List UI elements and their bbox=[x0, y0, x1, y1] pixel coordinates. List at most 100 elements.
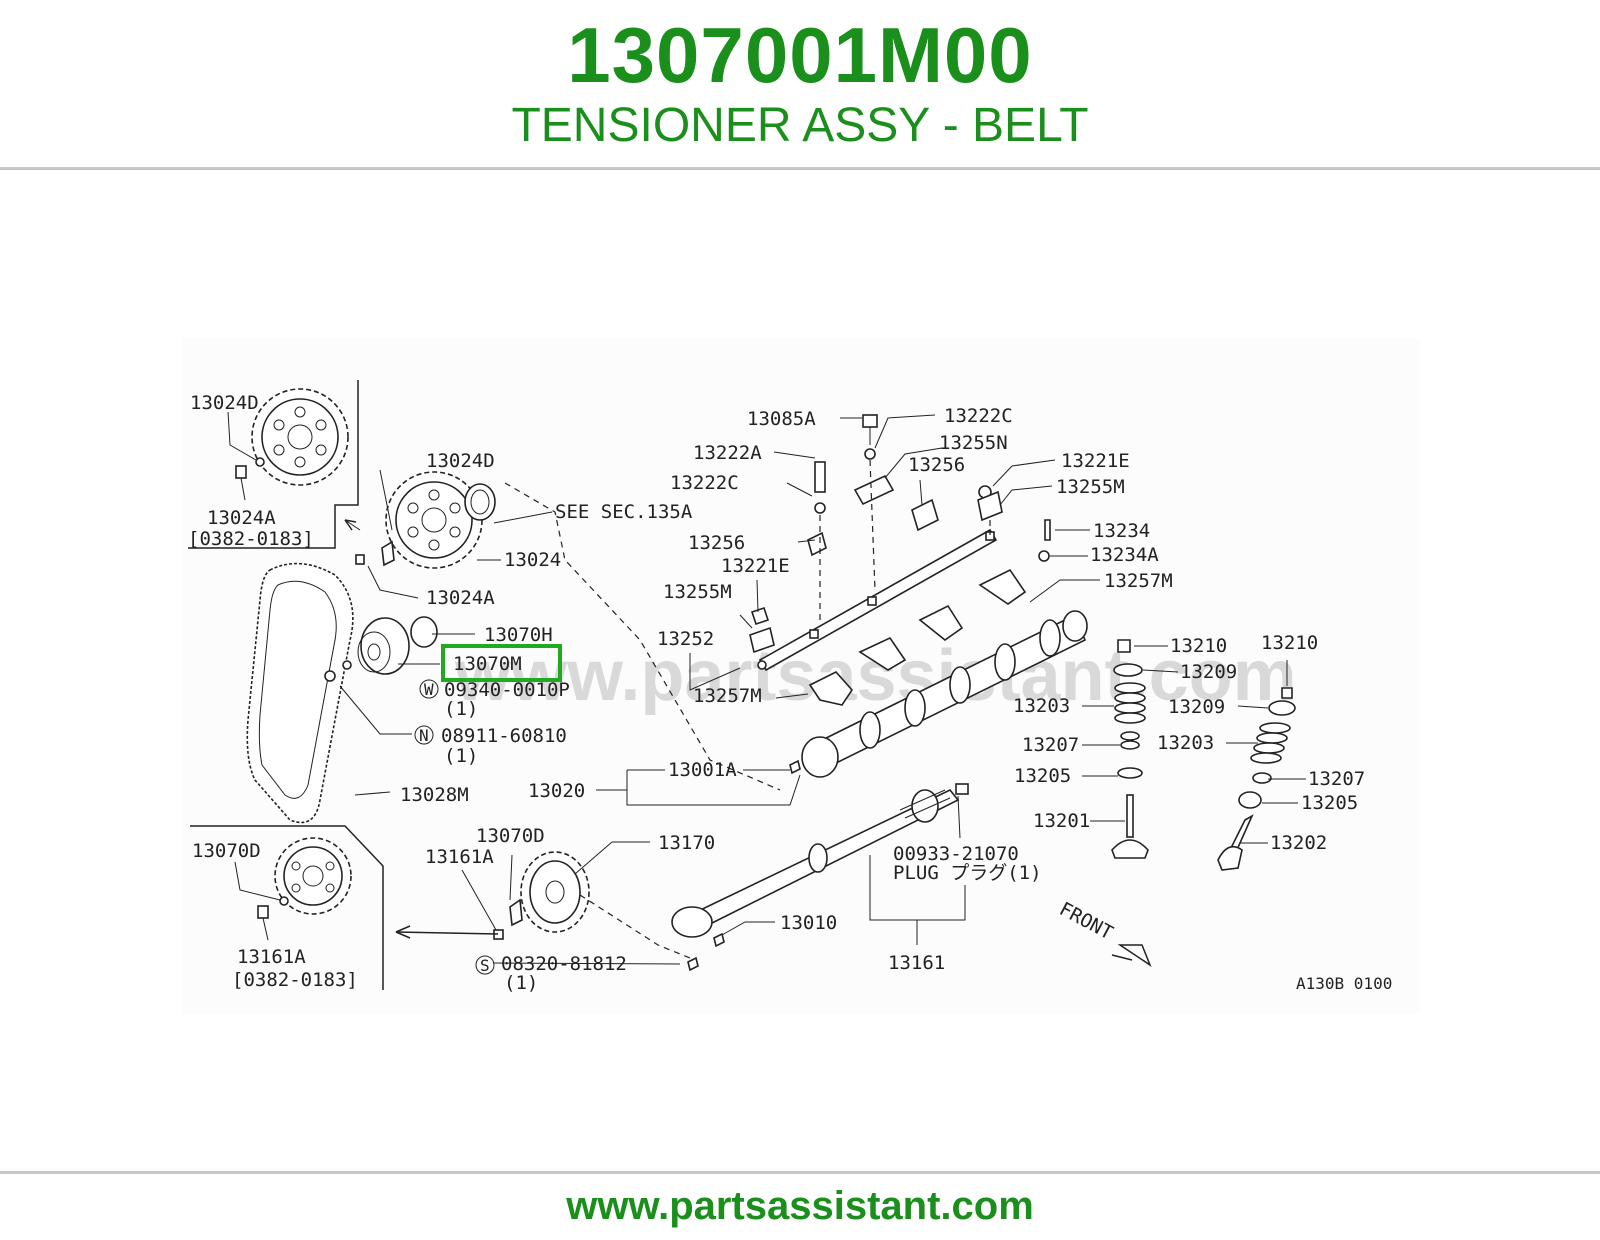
screw-08320 bbox=[687, 956, 699, 972]
valve-group-exhaust bbox=[1217, 687, 1296, 871]
highlight-box-13070M[interactable] bbox=[441, 644, 562, 682]
tensioner-13070M bbox=[357, 617, 410, 675]
callout-08911-symbol: N bbox=[419, 726, 429, 745]
sprocket-13170 bbox=[520, 851, 590, 933]
callout-08320-symbol: S bbox=[480, 956, 490, 975]
footer-url[interactable]: www.partsassistant.com bbox=[566, 1184, 1034, 1228]
callout-13201[interactable]: 13201 bbox=[1033, 810, 1090, 832]
callout-13161[interactable]: 13161 bbox=[888, 952, 945, 974]
callout-13161A[interactable]: 13161A bbox=[425, 846, 494, 868]
spring-13221E-b bbox=[750, 606, 770, 626]
callout-13203-right[interactable]: 13203 bbox=[1157, 732, 1214, 754]
callout-00933[interactable]: 00933-21070 bbox=[893, 843, 1019, 865]
callout-13257M-right[interactable]: 13257M bbox=[1104, 570, 1173, 592]
clip-13256-b bbox=[807, 531, 827, 557]
callout-13024A-inset[interactable]: 13024A bbox=[207, 507, 276, 529]
collet-13210 bbox=[1117, 639, 1131, 653]
bolt-13024A bbox=[355, 554, 365, 565]
rocker-shaft-hardware bbox=[749, 414, 1051, 654]
valve-group-intake bbox=[1111, 639, 1149, 859]
callout-00933-plug: PLUG プラグ(1) bbox=[893, 862, 1042, 884]
plug-00933 bbox=[955, 783, 969, 795]
callout-0382-top: [0382-0183] bbox=[188, 528, 314, 550]
callout-13255N[interactable]: 13255N bbox=[939, 432, 1008, 454]
callout-13221E-right[interactable]: 13221E bbox=[1061, 450, 1130, 472]
callout-13170[interactable]: 13170 bbox=[658, 832, 715, 854]
callout-13234A[interactable]: 13234A bbox=[1090, 544, 1159, 566]
callout-13222A[interactable]: 13222A bbox=[693, 442, 762, 464]
seat-13205 bbox=[1117, 767, 1143, 779]
rocker-arms-13257M bbox=[808, 568, 1027, 706]
callout-13161A-inset[interactable]: 13161A bbox=[237, 946, 306, 968]
callout-13205-right[interactable]: 13205 bbox=[1301, 792, 1358, 814]
callout-13070M[interactable]: 13070M bbox=[453, 653, 522, 675]
header: 1307001M00 TENSIONER ASSY - BELT bbox=[0, 0, 1600, 170]
callout-13207-right[interactable]: 13207 bbox=[1308, 768, 1365, 790]
bracket-13255M bbox=[977, 490, 1003, 522]
symbol-circle-s bbox=[475, 955, 495, 975]
callout-13070D[interactable]: 13070D bbox=[476, 825, 545, 847]
callout-09340-symbol: W bbox=[424, 680, 434, 699]
diagram-backdrop bbox=[182, 338, 1420, 1014]
part-name: TENSIONER ASSY - BELT bbox=[511, 99, 1089, 152]
stud-13222A bbox=[814, 461, 826, 493]
callout-13234[interactable]: 13234 bbox=[1093, 520, 1150, 542]
callout-13024A[interactable]: 13024A bbox=[426, 587, 495, 609]
callout-13255M-right[interactable]: 13255M bbox=[1056, 476, 1125, 498]
callout-13010[interactable]: 13010 bbox=[780, 912, 837, 934]
camshaft-13001A bbox=[789, 610, 1088, 778]
callout-13209-right[interactable]: 13209 bbox=[1168, 696, 1225, 718]
callout-0382-bottom: [0382-0183] bbox=[232, 969, 358, 991]
see-section-label[interactable]: SEE SEC.135A bbox=[555, 501, 693, 523]
symbol-circle-n bbox=[414, 725, 434, 745]
callout-13028M[interactable]: 13028M bbox=[400, 784, 469, 806]
symbol-circle-w bbox=[419, 679, 439, 699]
callout-13257M-left[interactable]: 13257M bbox=[693, 685, 762, 707]
spring-13203-b bbox=[1250, 722, 1291, 764]
callout-13070H[interactable]: 13070H bbox=[484, 624, 553, 646]
callout-13020[interactable]: 13020 bbox=[528, 780, 585, 802]
jackshaft-13010 bbox=[671, 783, 969, 948]
valve-13201 bbox=[1111, 794, 1149, 859]
callout-13255M-left[interactable]: 13255M bbox=[663, 581, 732, 603]
callout-13203-left[interactable]: 13203 bbox=[1013, 695, 1070, 717]
callout-08320[interactable]: 08320-81812 bbox=[501, 953, 627, 975]
callout-13256-right[interactable]: 13256 bbox=[908, 454, 965, 476]
callout-13070D-inset[interactable]: 13070D bbox=[192, 840, 261, 862]
callout-13024D[interactable]: 13024D bbox=[426, 450, 495, 472]
key-13024D bbox=[381, 540, 395, 567]
callout-13252[interactable]: 13252 bbox=[657, 628, 714, 650]
footer-divider bbox=[0, 1171, 1600, 1174]
adjuster-13234 bbox=[1044, 519, 1051, 541]
nut-08911 bbox=[324, 670, 336, 682]
callout-labels: 13024D 13024A [0382-0183] 13024D 13024 1… bbox=[188, 392, 1392, 994]
sprocket-13024-inset bbox=[251, 388, 349, 486]
drawing-code: A130B 0100 bbox=[1296, 974, 1392, 993]
timing-belt-13028M bbox=[246, 562, 354, 824]
callout-13085A[interactable]: 13085A bbox=[747, 408, 816, 430]
callout-08320-qty: (1) bbox=[504, 972, 538, 994]
callout-13024[interactable]: 13024 bbox=[504, 549, 561, 571]
sprocket-13024 bbox=[385, 471, 483, 569]
callout-09340[interactable]: 09340-0010P bbox=[444, 679, 570, 701]
callout-13221E-left[interactable]: 13221E bbox=[721, 555, 790, 577]
rocker-shaft-13252 bbox=[757, 528, 998, 672]
callout-13209-left[interactable]: 13209 bbox=[1180, 661, 1237, 683]
callout-13222C-left[interactable]: 13222C bbox=[670, 472, 739, 494]
bolt-13024A-inset bbox=[235, 465, 247, 479]
callout-08911[interactable]: 08911-60810 bbox=[441, 725, 567, 747]
callout-13210-right[interactable]: 13210 bbox=[1261, 632, 1318, 654]
callout-13207-left[interactable]: 13207 bbox=[1022, 734, 1079, 756]
callout-13024D-inset[interactable]: 13024D bbox=[190, 392, 259, 414]
callout-13256-left[interactable]: 13256 bbox=[688, 532, 745, 554]
sprocket-13070D-inset bbox=[274, 837, 352, 915]
callout-13202[interactable]: 13202 bbox=[1270, 832, 1327, 854]
callout-13222C-right[interactable]: 13222C bbox=[944, 405, 1013, 427]
callout-13205-left[interactable]: 13205 bbox=[1014, 765, 1071, 787]
seal-135A bbox=[464, 483, 496, 521]
inset-bottom-left bbox=[190, 825, 384, 990]
callout-13001A[interactable]: 13001A bbox=[668, 759, 737, 781]
callout-08911-qty: (1) bbox=[444, 745, 478, 767]
callout-13210-left[interactable]: 13210 bbox=[1170, 635, 1227, 657]
